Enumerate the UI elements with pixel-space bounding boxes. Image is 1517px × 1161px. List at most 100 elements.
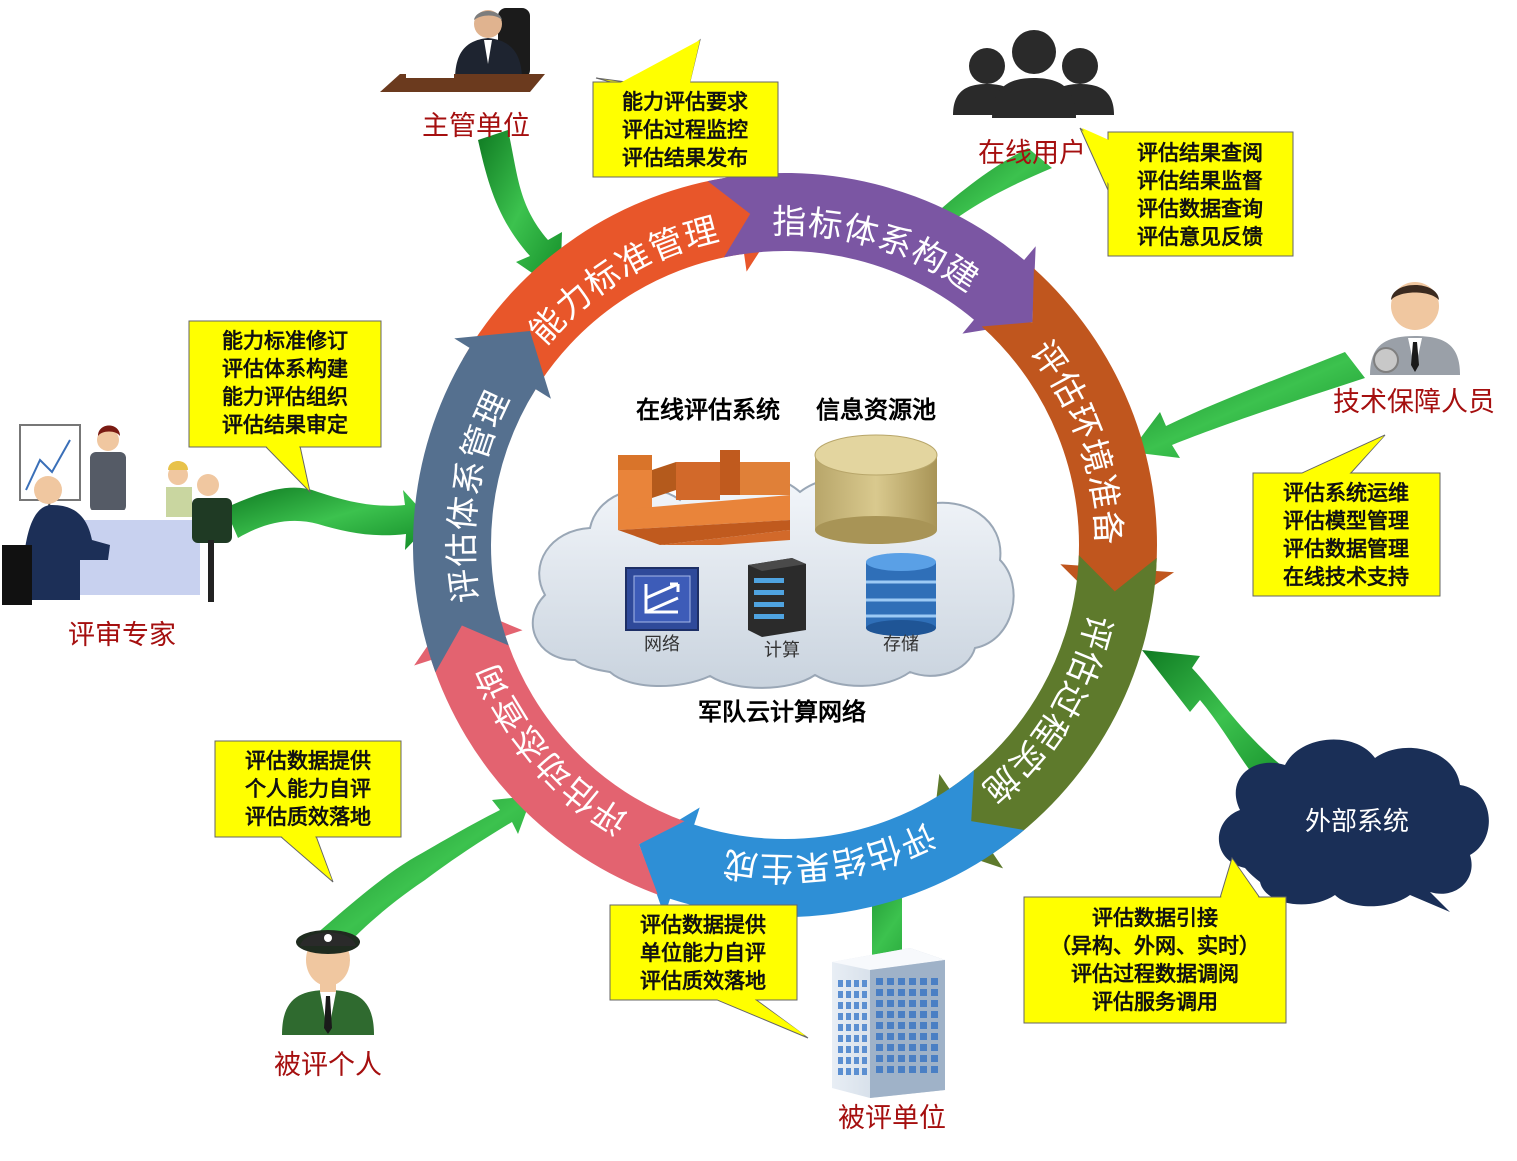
building-window [876, 1011, 883, 1018]
building-window [931, 1055, 938, 1062]
building-window [838, 1024, 843, 1031]
building-window [931, 989, 938, 996]
building-window [862, 1024, 867, 1031]
building-window [854, 1057, 859, 1064]
building-window [854, 1024, 859, 1031]
building-window [862, 980, 867, 987]
building-window [931, 1044, 938, 1051]
role-experts: 评审专家 [68, 620, 176, 651]
building-window [920, 1055, 927, 1062]
building-window [887, 1022, 894, 1029]
building-window [920, 1000, 927, 1007]
network-label: 网络 [644, 634, 680, 655]
note-line: 评估质效落地 [245, 805, 371, 829]
building-window [931, 1066, 938, 1073]
note-line: 评估数据提供 [245, 749, 371, 773]
database-icon [814, 434, 938, 544]
building-window [862, 1013, 867, 1020]
role-online-users: 在线用户 [978, 138, 1086, 169]
note-line: 评估数据提供 [640, 913, 766, 937]
ring-segment [930, 555, 1157, 869]
storage-icon [866, 553, 936, 636]
pool-title: 信息资源池 [816, 396, 936, 424]
note-experts: 能力标准修订 评估体系构建 能力评估组织 评估结果审定 [222, 329, 348, 437]
building-window [909, 1055, 916, 1062]
ring-segment [413, 330, 551, 673]
note-line: 评估过程监控 [622, 118, 748, 142]
building-window [838, 1046, 843, 1053]
note-line: 能力标准修订 [222, 329, 348, 353]
note-line: 评估结果监督 [1137, 169, 1263, 193]
note-line: 评估模型管理 [1283, 509, 1409, 533]
building-window [862, 1068, 867, 1075]
building-window [846, 1057, 851, 1064]
note-line: 评估系统运维 [1283, 481, 1409, 505]
building-window [854, 1035, 859, 1042]
building-window [909, 989, 916, 996]
users-icon [953, 30, 1114, 118]
building-window [876, 1055, 883, 1062]
note-line: 在线技术支持 [1283, 565, 1409, 589]
ring-segment [707, 173, 1036, 334]
building-window [838, 980, 843, 987]
building-window [931, 1022, 938, 1029]
building-window [909, 1044, 916, 1051]
building-window [898, 978, 905, 985]
building-window [887, 1000, 894, 1007]
building-window [876, 978, 883, 985]
building-window [862, 1057, 867, 1064]
building-window [887, 1011, 894, 1018]
external-system-cloud: 外部系统 [1218, 739, 1489, 912]
officer-icon [282, 930, 374, 1035]
building-window [898, 989, 905, 996]
building-window [876, 1066, 883, 1073]
callout-external [1023, 856, 1287, 1024]
ring-segment [414, 602, 685, 895]
building-window [846, 1024, 851, 1031]
building-window [898, 1022, 905, 1029]
arrow-tech-support [1130, 352, 1365, 458]
callout-authority [592, 38, 779, 178]
note-line: （异构、外网、实时） [1050, 934, 1260, 958]
note-line: 能力评估组织 [222, 385, 348, 409]
building-window [876, 1044, 883, 1051]
building-window [846, 1068, 851, 1075]
building-window [862, 1002, 867, 1009]
building-window [920, 1044, 927, 1051]
note-online-users: 评估结果查阅 评估结果监督 评估数据查询 评估意见反馈 [1137, 141, 1263, 249]
building-window [876, 1022, 883, 1029]
callout-experts [188, 320, 382, 494]
ring-segment [462, 158, 785, 398]
role-authority: 主管单位 [422, 111, 530, 142]
building-window [887, 1044, 894, 1051]
process-ring: 能力标准管理指标体系构建评估环境准备评估过程实施评估结果生成评估动态查询评估体系… [413, 158, 1175, 917]
building-window [854, 1013, 859, 1020]
building-window [887, 978, 894, 985]
note-authority: 能力评估要求 评估过程监控 评估结果发布 [622, 90, 748, 170]
arrow-authority [478, 130, 562, 292]
building-window [862, 991, 867, 998]
building-window [862, 1035, 867, 1042]
building-window [909, 1033, 916, 1040]
callout-tech-support [1252, 434, 1441, 597]
building-window [887, 989, 894, 996]
building-window [838, 991, 843, 998]
experts-meeting-icon [2, 424, 232, 605]
building-window [854, 980, 859, 987]
note-line: 评估质效落地 [640, 969, 766, 993]
building-window [838, 1002, 843, 1009]
arrow-individual [315, 796, 532, 952]
building-window [920, 989, 927, 996]
callout-unit [609, 904, 809, 1039]
note-line: 评估服务调用 [1092, 990, 1218, 1014]
building-window [909, 1000, 916, 1007]
building-window [876, 1033, 883, 1040]
building-window [920, 1033, 927, 1040]
note-line: 评估体系构建 [222, 357, 348, 381]
cloud-network: 在线评估系统 信息资源池 网络 计算 存储 军队云计算网络 [531, 396, 1015, 726]
note-line: 评估结果查阅 [1137, 141, 1263, 165]
building-window [862, 1046, 867, 1053]
callout-individual [214, 740, 402, 883]
note-line: 个人能力自评 [245, 777, 371, 801]
callout-online-users [1079, 127, 1294, 257]
